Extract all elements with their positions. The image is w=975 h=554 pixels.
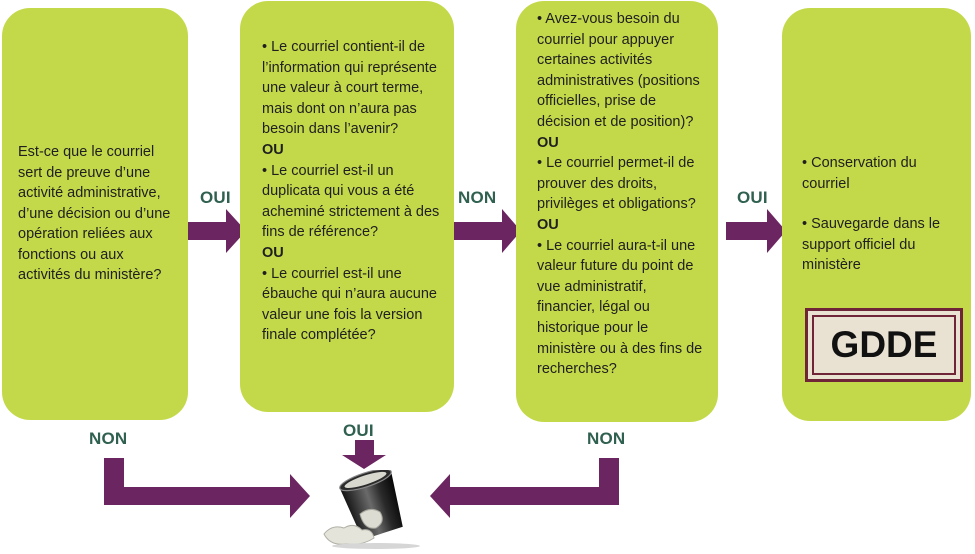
question-2-bullet-1: • Le courriel contient-il de l’informati… <box>262 39 437 138</box>
label-q3-no: NON <box>587 429 626 448</box>
question-1-text: Est-ce que le courriel sert de preuve d’… <box>18 143 171 284</box>
arrow-q2-to-q3 <box>452 209 521 253</box>
label-q2-yes: OUI <box>343 421 374 440</box>
arrow-q1-to-trash <box>104 458 310 518</box>
question-2-bullet-2: • Le courriel est-il un duplicata qui vo… <box>262 162 440 241</box>
question-2-or-2: OU <box>262 244 284 261</box>
result-bullet-1: • Conservation du courriel <box>802 155 917 192</box>
gdde-badge: GDDE <box>805 308 963 382</box>
question-3-or-1: OU <box>537 134 559 151</box>
gdde-badge-label: GDDE <box>812 315 956 375</box>
label-q2-no: NON <box>458 188 497 207</box>
question-3-bullet-3: • Le courriel aura-t-il une valeur futur… <box>537 237 703 378</box>
question-3-bullet-1: • Avez-vous besoin du courriel pour appu… <box>537 11 700 130</box>
arrow-q1-to-q2 <box>186 209 246 253</box>
arrow-q3-to-trash <box>430 458 619 518</box>
question-box-1: Est-ce que le courriel sert de preuve d’… <box>2 8 188 420</box>
arrow-q3-to-result <box>726 209 786 253</box>
result-bullet-2: • Sauvegarde dans le support officiel du… <box>802 216 941 274</box>
question-3-or-2: OU <box>537 216 559 233</box>
label-q3-yes: OUI <box>737 188 768 207</box>
question-2-bullet-3: • Le courriel est-il une ébauche qui n’a… <box>262 265 437 344</box>
question-box-2: • Le courriel contient-il de l’informati… <box>240 1 454 412</box>
label-q1-yes: OUI <box>200 188 231 207</box>
trash-can-icon <box>323 470 420 549</box>
label-q1-no: NON <box>89 429 128 448</box>
question-3-bullet-2: • Le courriel permet-il de prouver des d… <box>537 155 696 213</box>
question-2-or-1: OU <box>262 141 284 158</box>
question-box-3: • Avez-vous besoin du courriel pour appu… <box>516 1 718 422</box>
arrow-q2-to-trash <box>342 440 386 469</box>
